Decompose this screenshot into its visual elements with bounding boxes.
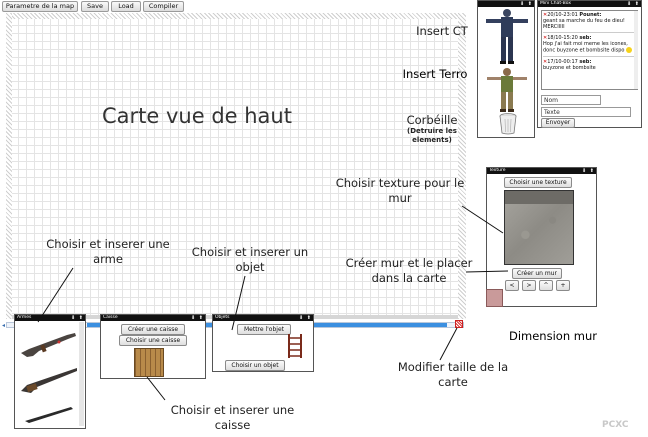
arrow-up-button[interactable]: ^	[539, 280, 553, 291]
crate-panel: Caisse⬇ ⬆ Créer une caisse Choisir une c…	[100, 314, 206, 379]
objects-panel-title: Objets	[215, 315, 230, 320]
watermark: PCXC	[602, 420, 629, 430]
objects-panel-header: Objets⬇ ⬆	[213, 315, 313, 321]
delete-x-icon[interactable]: ✕	[543, 12, 548, 18]
chat-title: Mini Chat-Box	[540, 1, 572, 6]
create-crate-button[interactable]: Créer une caisse	[121, 324, 185, 335]
annot-object: Choisir et inserer un objet	[191, 245, 309, 274]
map-border-left	[6, 13, 12, 319]
ladder-icon[interactable]	[285, 333, 305, 359]
annot-crate: Choisir et inserer une caisse	[170, 403, 295, 432]
map-canvas[interactable]	[6, 13, 466, 319]
corbeille-sub-1: (Detruire les	[407, 127, 457, 135]
crate-icon[interactable]	[134, 348, 164, 377]
arrow-left-button[interactable]: <	[505, 280, 519, 291]
terro-soldier-icon[interactable]	[484, 67, 530, 113]
shotgun-icon[interactable]	[19, 365, 79, 395]
weapons-panel-header: Armes⬇ ⬆	[15, 315, 85, 321]
chat-panel: Mini Chat-Box⬇ ⬆ ✕20/10-23:01 Pounet:gea…	[537, 0, 642, 128]
arrow-right-button[interactable]: >	[522, 280, 536, 291]
crate-panel-title: Caisse	[103, 315, 118, 320]
objects-panel: Objets⬇ ⬆ Mettre l'objet Choisir un obje…	[212, 314, 314, 372]
chat-text-input[interactable]: Texte	[541, 107, 631, 117]
map-params-button[interactable]: Parametre de la map	[2, 1, 78, 12]
texture-panel-header: Texture⬇ ⬆	[487, 168, 596, 174]
chat-scrollbar[interactable]	[634, 11, 638, 89]
character-panel: ⬇ ⬆	[477, 0, 535, 138]
delete-x-icon[interactable]: ✕	[543, 58, 548, 65]
texture-panel: Texture⬇ ⬆ Choisir une texture Créer un …	[486, 167, 597, 307]
corbeille-sub-2: elements)	[412, 136, 452, 144]
compile-button[interactable]: Compiler	[143, 1, 184, 12]
weapons-scrollbar[interactable]	[79, 322, 84, 426]
create-wall-button[interactable]: Créer un mur	[512, 268, 562, 279]
texture-preview	[504, 190, 574, 265]
choose-texture-button[interactable]: Choisir une texture	[504, 177, 572, 188]
delete-x-icon[interactable]: ✕	[543, 35, 548, 41]
put-object-button[interactable]: Mettre l'objet	[237, 324, 291, 335]
annot-resize: Modifier taille de la carte	[397, 360, 509, 389]
character-panel-header: ⬇ ⬆	[478, 1, 534, 7]
insert-ct-label: Insert CT	[416, 24, 468, 38]
annot-weapon: Choisir et inserer une arme	[46, 237, 170, 266]
scroll-left-arrow-icon[interactable]: ◂	[2, 322, 6, 329]
annot-create-wall: Créer mur et le placer dans la carte	[345, 256, 473, 285]
rifle-icon[interactable]	[19, 329, 79, 359]
choose-crate-button[interactable]: Choisir une caisse	[119, 335, 187, 346]
chat-name-input[interactable]: Nom	[541, 95, 601, 105]
chat-message: ✕17/10-00:17 seb:buyzone et bombsite	[543, 58, 596, 71]
insert-terro-label: Insert Terro	[402, 67, 468, 81]
plus-button[interactable]: +	[556, 280, 570, 291]
chat-message: ✕18/10-15:20 seb:Hop j'ai fait moi meme …	[543, 35, 636, 54]
wall-dimension-swatch[interactable]	[486, 289, 503, 307]
smiley-icon	[626, 47, 633, 53]
crate-panel-header: Caisse⬇ ⬆	[101, 315, 205, 321]
annot-dimension: Dimension mur	[508, 329, 597, 343]
chat-panel-header: Mini Chat-Box⬇ ⬆	[538, 1, 641, 7]
weapons-panel-title: Armes	[17, 315, 32, 320]
annot-texture: Choisir texture pour le mur	[335, 176, 465, 205]
chat-send-button[interactable]: Envoyer	[541, 118, 575, 128]
texture-panel-title: Texture	[489, 168, 506, 173]
ct-soldier-icon[interactable]	[484, 7, 530, 65]
save-button[interactable]: Save	[81, 1, 109, 12]
corbeille-label: Corbéille	[406, 113, 458, 127]
choose-object-button[interactable]: Choisir un objet	[225, 360, 285, 371]
map-border-top	[6, 13, 466, 19]
map-resize-handle[interactable]	[455, 320, 463, 328]
map-title: Carte vue de haut	[102, 104, 292, 128]
weapons-panel: Armes⬇ ⬆	[14, 314, 86, 429]
map-border-right	[458, 13, 466, 319]
trash-icon[interactable]	[498, 113, 518, 135]
chat-messages[interactable]: ✕20/10-23:01 Pounet:geant sa marche du f…	[541, 10, 638, 90]
sniper-icon[interactable]	[23, 405, 75, 423]
chat-message: ✕20/10-23:01 Pounet:geant sa marche du f…	[543, 12, 625, 30]
load-button[interactable]: Load	[111, 1, 141, 12]
